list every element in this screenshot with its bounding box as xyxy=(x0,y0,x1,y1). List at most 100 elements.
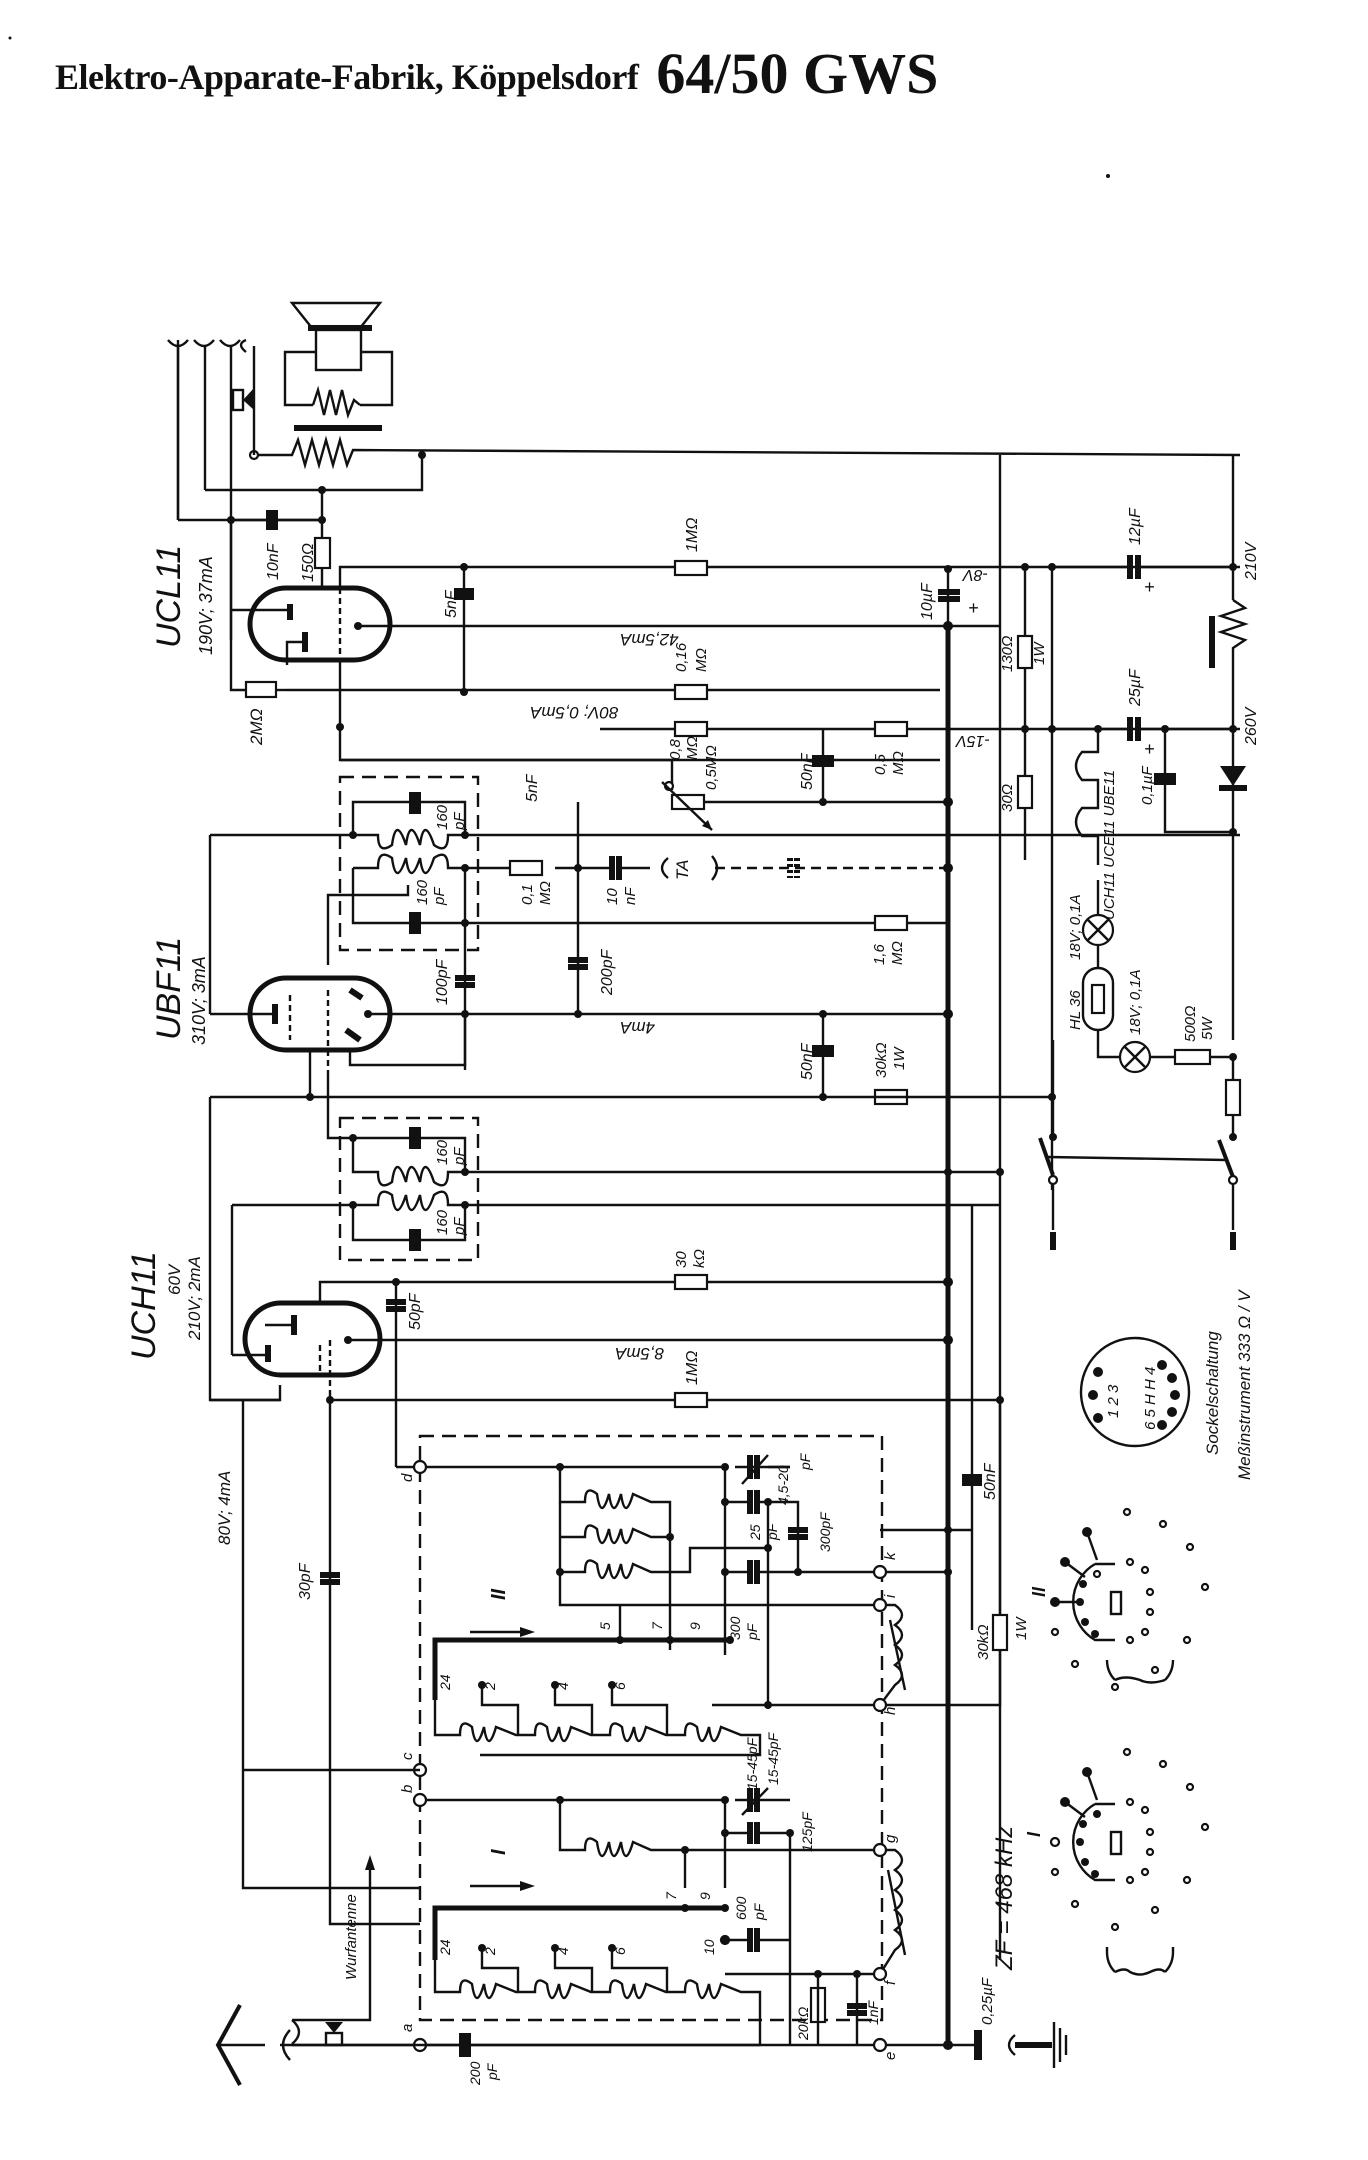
svg-text:g: g xyxy=(882,1834,899,1843)
svg-text:10: 10 xyxy=(701,1939,717,1955)
svg-text:1 2 3: 1 2 3 xyxy=(1105,1384,1122,1418)
svg-text:1W: 1W xyxy=(1031,641,1048,665)
svg-text:d: d xyxy=(399,1473,416,1482)
voltage-minus8v: -8V xyxy=(962,566,988,583)
svg-text:6 5 H H 4: 6 5 H H 4 xyxy=(1142,1367,1159,1430)
resistor-30kohm xyxy=(673,1273,709,1291)
if-filter-1: 160 pF 160 pF xyxy=(210,775,480,965)
svg-text:600: 600 xyxy=(733,1896,749,1920)
resistor-1mohm xyxy=(673,559,709,577)
svg-text:+: + xyxy=(1144,739,1155,759)
svg-text:e: e xyxy=(882,2052,899,2060)
svg-text:50nF: 50nF xyxy=(982,1462,999,1500)
mains-switch[interactable] xyxy=(1038,1137,1239,1250)
svg-text:18V; 0,1A: 18V; 0,1A xyxy=(1127,969,1144,1035)
if-frequency-label: ZF = 468 kHz xyxy=(991,1826,1018,1971)
band-ii-label: II xyxy=(488,1588,510,1600)
tube-uch11-label: UCH11 xyxy=(125,1251,163,1360)
ucl11-grid-voltage: 80V; 0,5mA xyxy=(530,703,619,722)
svg-text:5W: 5W xyxy=(1199,1016,1216,1040)
meter-sensitivity-note: Meßinstrument 333 Ω / V xyxy=(1235,1289,1254,1480)
resistor-0-1mohm xyxy=(508,859,544,877)
cap-0-1uf-value: 0,1µF xyxy=(1139,766,1156,805)
svg-text:25: 25 xyxy=(747,1524,763,1541)
volume-potentiometer[interactable] xyxy=(661,780,713,831)
page-title: Elektro-Apparate-Fabrik, Köppelsdorf 64/… xyxy=(55,40,938,107)
svg-text:50nF: 50nF xyxy=(799,752,816,790)
tube-uch11 xyxy=(232,1300,383,1395)
svg-text:pF: pF xyxy=(451,1147,468,1166)
svg-text:50nF: 50nF xyxy=(799,1042,816,1080)
band-i-label: I xyxy=(488,1849,510,1855)
svg-text:f: f xyxy=(882,1979,899,1985)
svg-text:300pF: 300pF xyxy=(817,1511,833,1552)
svg-text:30kΩ: 30kΩ xyxy=(873,1042,890,1078)
tube-ubf11-label: UBF11 xyxy=(150,937,188,1040)
svg-text:1,6: 1,6 xyxy=(871,943,888,965)
svg-text:50pF: 50pF xyxy=(407,1292,424,1330)
svg-text:1W: 1W xyxy=(1013,1616,1030,1640)
svg-text:+: + xyxy=(1144,577,1155,597)
resistor-30ohm xyxy=(1016,774,1034,810)
svg-text:200: 200 xyxy=(467,2061,483,2086)
svg-text:4,5-20: 4,5-20 xyxy=(775,1465,791,1505)
svg-text:nF: nF xyxy=(622,887,639,905)
svg-text:MΩ: MΩ xyxy=(890,751,907,775)
uch11-cathode-current: 8,5mA xyxy=(615,1344,664,1363)
ground-symbol-icon xyxy=(1007,2022,1068,2068)
cap-10uf-value: 10µF xyxy=(919,582,936,620)
svg-text:pF: pF xyxy=(451,1217,468,1236)
voltage-210v: 210V xyxy=(1243,541,1260,581)
if-filter-2: 160 pF 160 pF xyxy=(232,1070,480,1262)
svg-text:k: k xyxy=(882,1551,899,1560)
svg-text:pF: pF xyxy=(484,2062,500,2081)
svg-text:0,16: 0,16 xyxy=(673,642,690,672)
resistor-150ohm xyxy=(313,536,332,570)
svg-text:+: + xyxy=(968,598,979,618)
svg-text:4: 4 xyxy=(555,1947,571,1955)
svg-text:1MΩ: 1MΩ xyxy=(684,1351,701,1385)
svg-text:2: 2 xyxy=(482,1682,498,1691)
resistor-2mohm xyxy=(244,680,278,699)
svg-text:a: a xyxy=(399,2024,416,2032)
tube-ucl11-label: UCL11 xyxy=(150,545,188,648)
svg-text:160: 160 xyxy=(434,804,451,830)
resistor-0-16mohm xyxy=(673,683,709,701)
svg-text:pF: pF xyxy=(431,887,448,906)
resistor-0-5mohm xyxy=(873,720,909,738)
svg-text:30pF: 30pF xyxy=(297,1562,314,1600)
svg-text:0,25µF: 0,25µF xyxy=(979,1977,996,2025)
antenna-input[interactable] xyxy=(215,1855,420,2086)
svg-text:kΩ: kΩ xyxy=(691,1249,708,1268)
scale-lamp-icon xyxy=(1118,1040,1152,1074)
svg-text:h: h xyxy=(882,1707,899,1715)
scan-artifact xyxy=(8,36,12,40)
resistor-1-6mohm xyxy=(873,914,909,932)
phono-input-jack-ta[interactable]: TA xyxy=(660,855,719,881)
svg-text:24: 24 xyxy=(437,1939,453,1956)
resistor-30kohm-1w-b xyxy=(991,1613,1009,1652)
svg-text:100pF: 100pF xyxy=(434,958,451,1005)
svg-text:b: b xyxy=(399,1785,416,1793)
svg-text:500Ω: 500Ω xyxy=(1182,1006,1199,1042)
svg-text:300: 300 xyxy=(727,1616,743,1640)
resistor-1mohm-value: 1MΩ xyxy=(684,518,701,552)
heater-filaments xyxy=(1074,729,1100,865)
tube-uch11-supply: 60V xyxy=(165,1263,184,1295)
resistor-150ohm-value: 150Ω xyxy=(300,543,317,582)
svg-text:7: 7 xyxy=(663,1891,679,1900)
svg-text:pF: pF xyxy=(797,1452,813,1471)
svg-text:0,8: 0,8 xyxy=(667,738,684,760)
cap-10nf-value: 10nF xyxy=(265,542,282,580)
svg-text:9: 9 xyxy=(687,1622,703,1630)
svg-text:i: i xyxy=(882,1594,899,1598)
ucl11-cathode-current: 42,5mA xyxy=(620,630,679,649)
svg-text:1nF: 1nF xyxy=(865,1999,881,2025)
wave-switch-i-diagram: I xyxy=(1024,1747,1210,1976)
svg-text:MΩ: MΩ xyxy=(693,648,710,672)
pilot-lamp-icon xyxy=(1081,913,1115,947)
svg-text:pF: pF xyxy=(751,1902,767,1921)
svg-text:24: 24 xyxy=(437,1674,453,1691)
socket-diagram-title: Sockelschaltung xyxy=(1203,1331,1222,1455)
svg-text:30Ω: 30Ω xyxy=(999,784,1016,812)
